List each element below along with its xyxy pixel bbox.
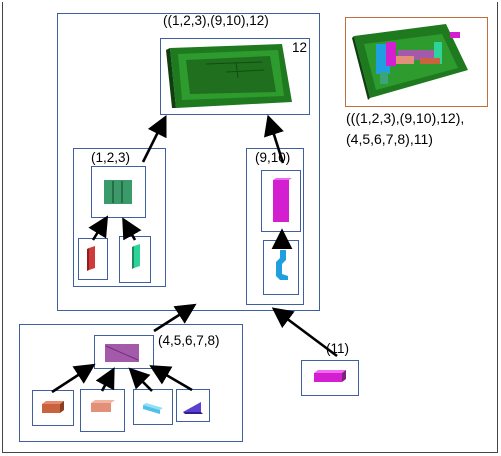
label-group-123: (1,2,3) (91, 150, 131, 165)
part-6-shape (143, 403, 163, 414)
arrow-910-to-12 (264, 114, 285, 164)
arrow-123-to-12 (141, 115, 167, 163)
node-7-box (176, 389, 210, 422)
part-4-shape (42, 401, 64, 413)
final-assembly-shape (352, 24, 468, 100)
arrow-7-to-45678 (149, 365, 193, 392)
part-123-shape (104, 180, 132, 204)
part-45678-shape (105, 344, 139, 362)
arrow-4-to-45678 (51, 363, 96, 394)
part-5-shape (91, 400, 115, 412)
label-group-45678: (4,5,6,7,8) (158, 333, 220, 348)
arrow-11-to-top (271, 307, 338, 358)
label-top-group: ((1,2,3),(9,10),12) (163, 13, 269, 28)
label-final-line2: (4,5,6,7,8),11) (346, 131, 433, 147)
arrow-1-to-123 (88, 215, 109, 241)
part-9-shape (273, 178, 292, 222)
label-final-line1: (((1,2,3),(9,10),12), (346, 110, 465, 126)
assembly-12-shape (166, 44, 292, 108)
arrow-2-to-123 (122, 217, 142, 241)
part-10-shape (276, 250, 288, 280)
figure-frame (2, 2, 498, 453)
part-7-shape (183, 402, 203, 414)
arrow-45678-to-top (153, 303, 197, 333)
part-11-shape (314, 370, 346, 382)
label-12: 12 (292, 40, 308, 55)
arrow-5-to-45678 (95, 367, 115, 392)
part-2-shape (132, 244, 140, 269)
arrow-6-to-45678 (128, 367, 153, 392)
part-1-shape (87, 246, 95, 271)
